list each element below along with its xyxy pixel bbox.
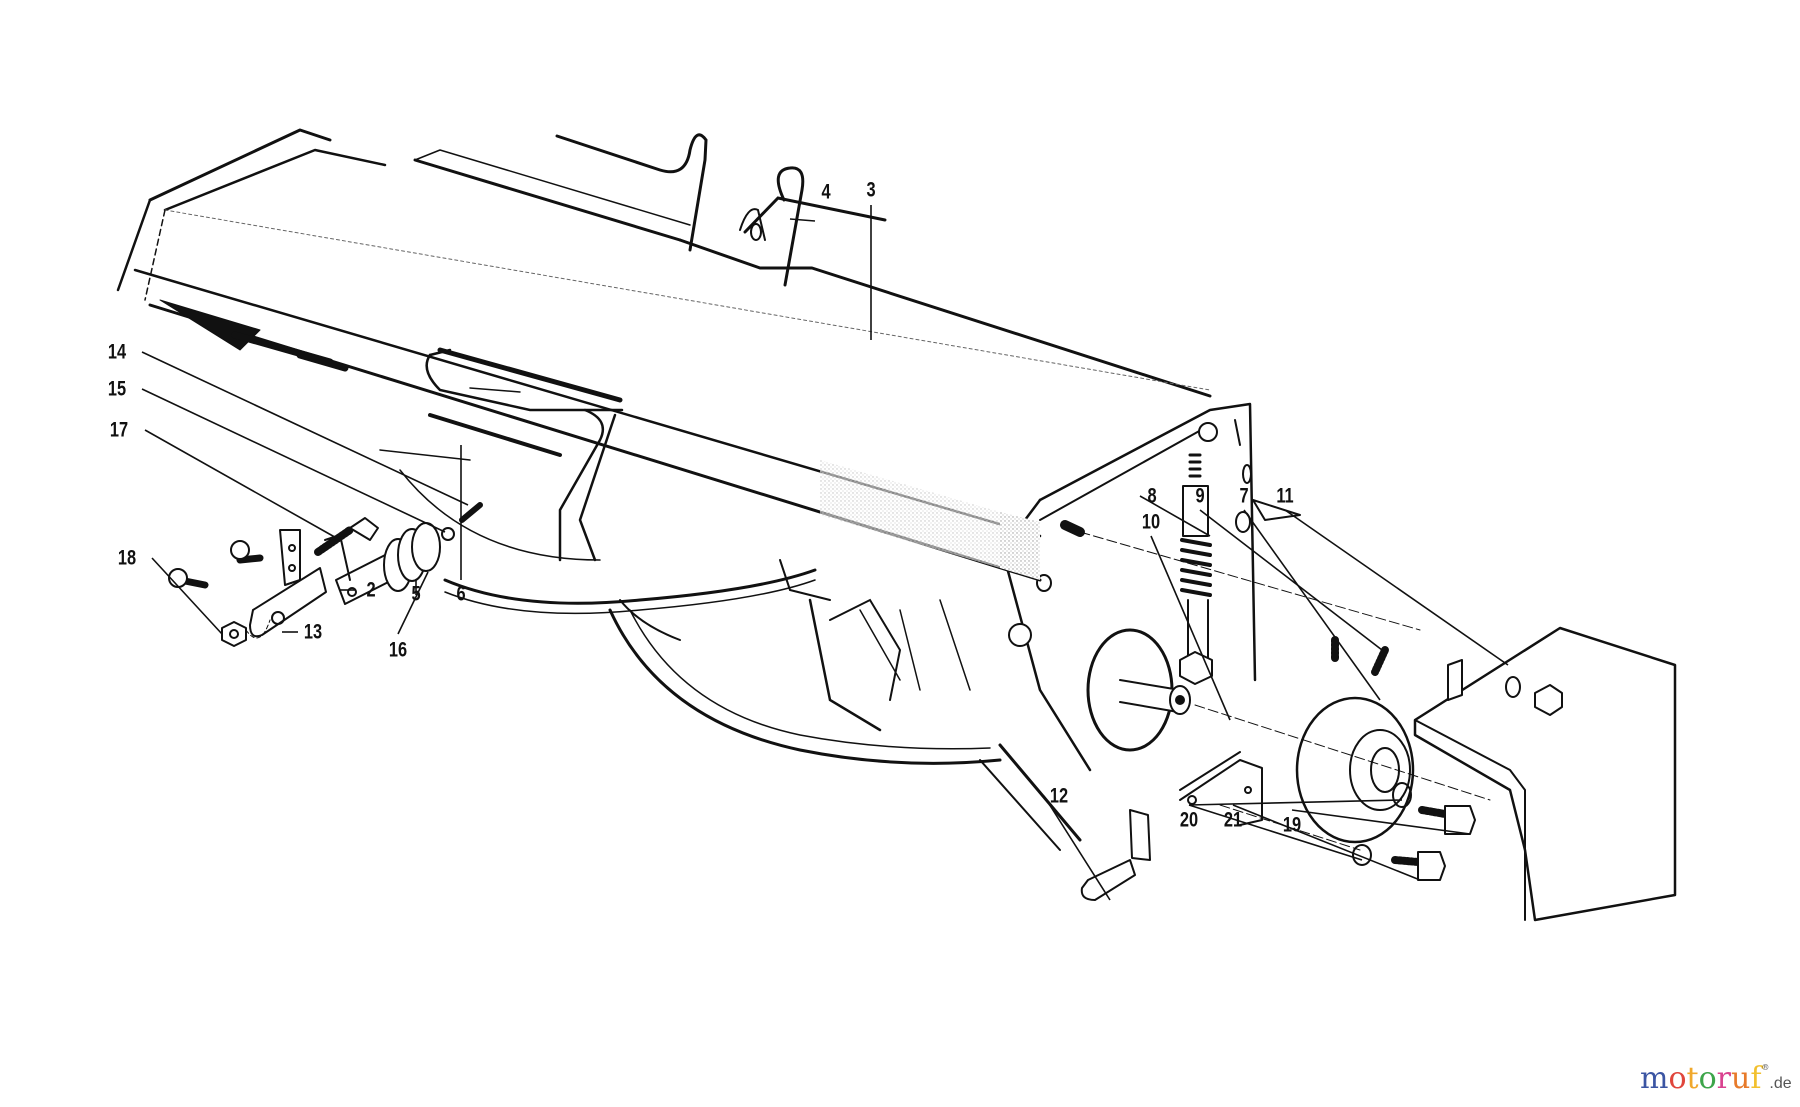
watermark-tld: .de: [1769, 1075, 1792, 1092]
watermark-registered-mark: ®: [1761, 1063, 1770, 1072]
callout-number-13: 13: [303, 620, 323, 644]
watermark-letter: f: [1750, 1061, 1762, 1096]
callout-number-21: 21: [1223, 808, 1243, 832]
callout-number-17: 17: [109, 418, 129, 442]
callout-number-11: 11: [1276, 484, 1294, 508]
callout-number-15: 15: [107, 377, 127, 401]
watermark-letters: motoruf: [1640, 1064, 1761, 1094]
callout-number-2: 2: [366, 578, 376, 602]
bail-pivot-hole: [750, 223, 762, 241]
callout-number-6: 6: [456, 582, 466, 606]
watermark-letter: u: [1730, 1061, 1751, 1096]
callout-number-3: 3: [866, 178, 876, 202]
roller-bracket: [425, 347, 624, 562]
handle-bail: [555, 133, 887, 287]
watermark-letter: t: [1686, 1061, 1699, 1096]
motoruf-watermark-logo: motoruf® .de: [1640, 1064, 1792, 1094]
left-hardware: [168, 502, 483, 647]
frame-housing: [116, 128, 1257, 772]
reel-assembly: [379, 449, 1082, 851]
leader-lines: [141, 205, 1509, 901]
watermark-letter: m: [1640, 1061, 1669, 1096]
callout-number-19: 19: [1282, 813, 1302, 837]
sprocket: [1295, 696, 1415, 844]
callout-number-14: 14: [107, 340, 127, 364]
callout-number-8: 8: [1147, 484, 1157, 508]
callout-number-12: 12: [1049, 784, 1069, 808]
callout-number-7: 7: [1239, 484, 1249, 508]
callout-number-5: 5: [411, 582, 421, 606]
watermark-letter: r: [1716, 1061, 1731, 1096]
watermark-letter: o: [1668, 1061, 1687, 1096]
right-hardware: [1060, 453, 1677, 922]
callout-number-16: 16: [388, 638, 408, 662]
watermark-letter: o: [1698, 1061, 1717, 1096]
callout-number-18: 18: [117, 546, 137, 570]
callout-number-20: 20: [1179, 808, 1199, 832]
callout-number-10: 10: [1141, 510, 1161, 534]
callout-number-9: 9: [1195, 484, 1205, 508]
callout-number-4: 4: [821, 180, 831, 204]
